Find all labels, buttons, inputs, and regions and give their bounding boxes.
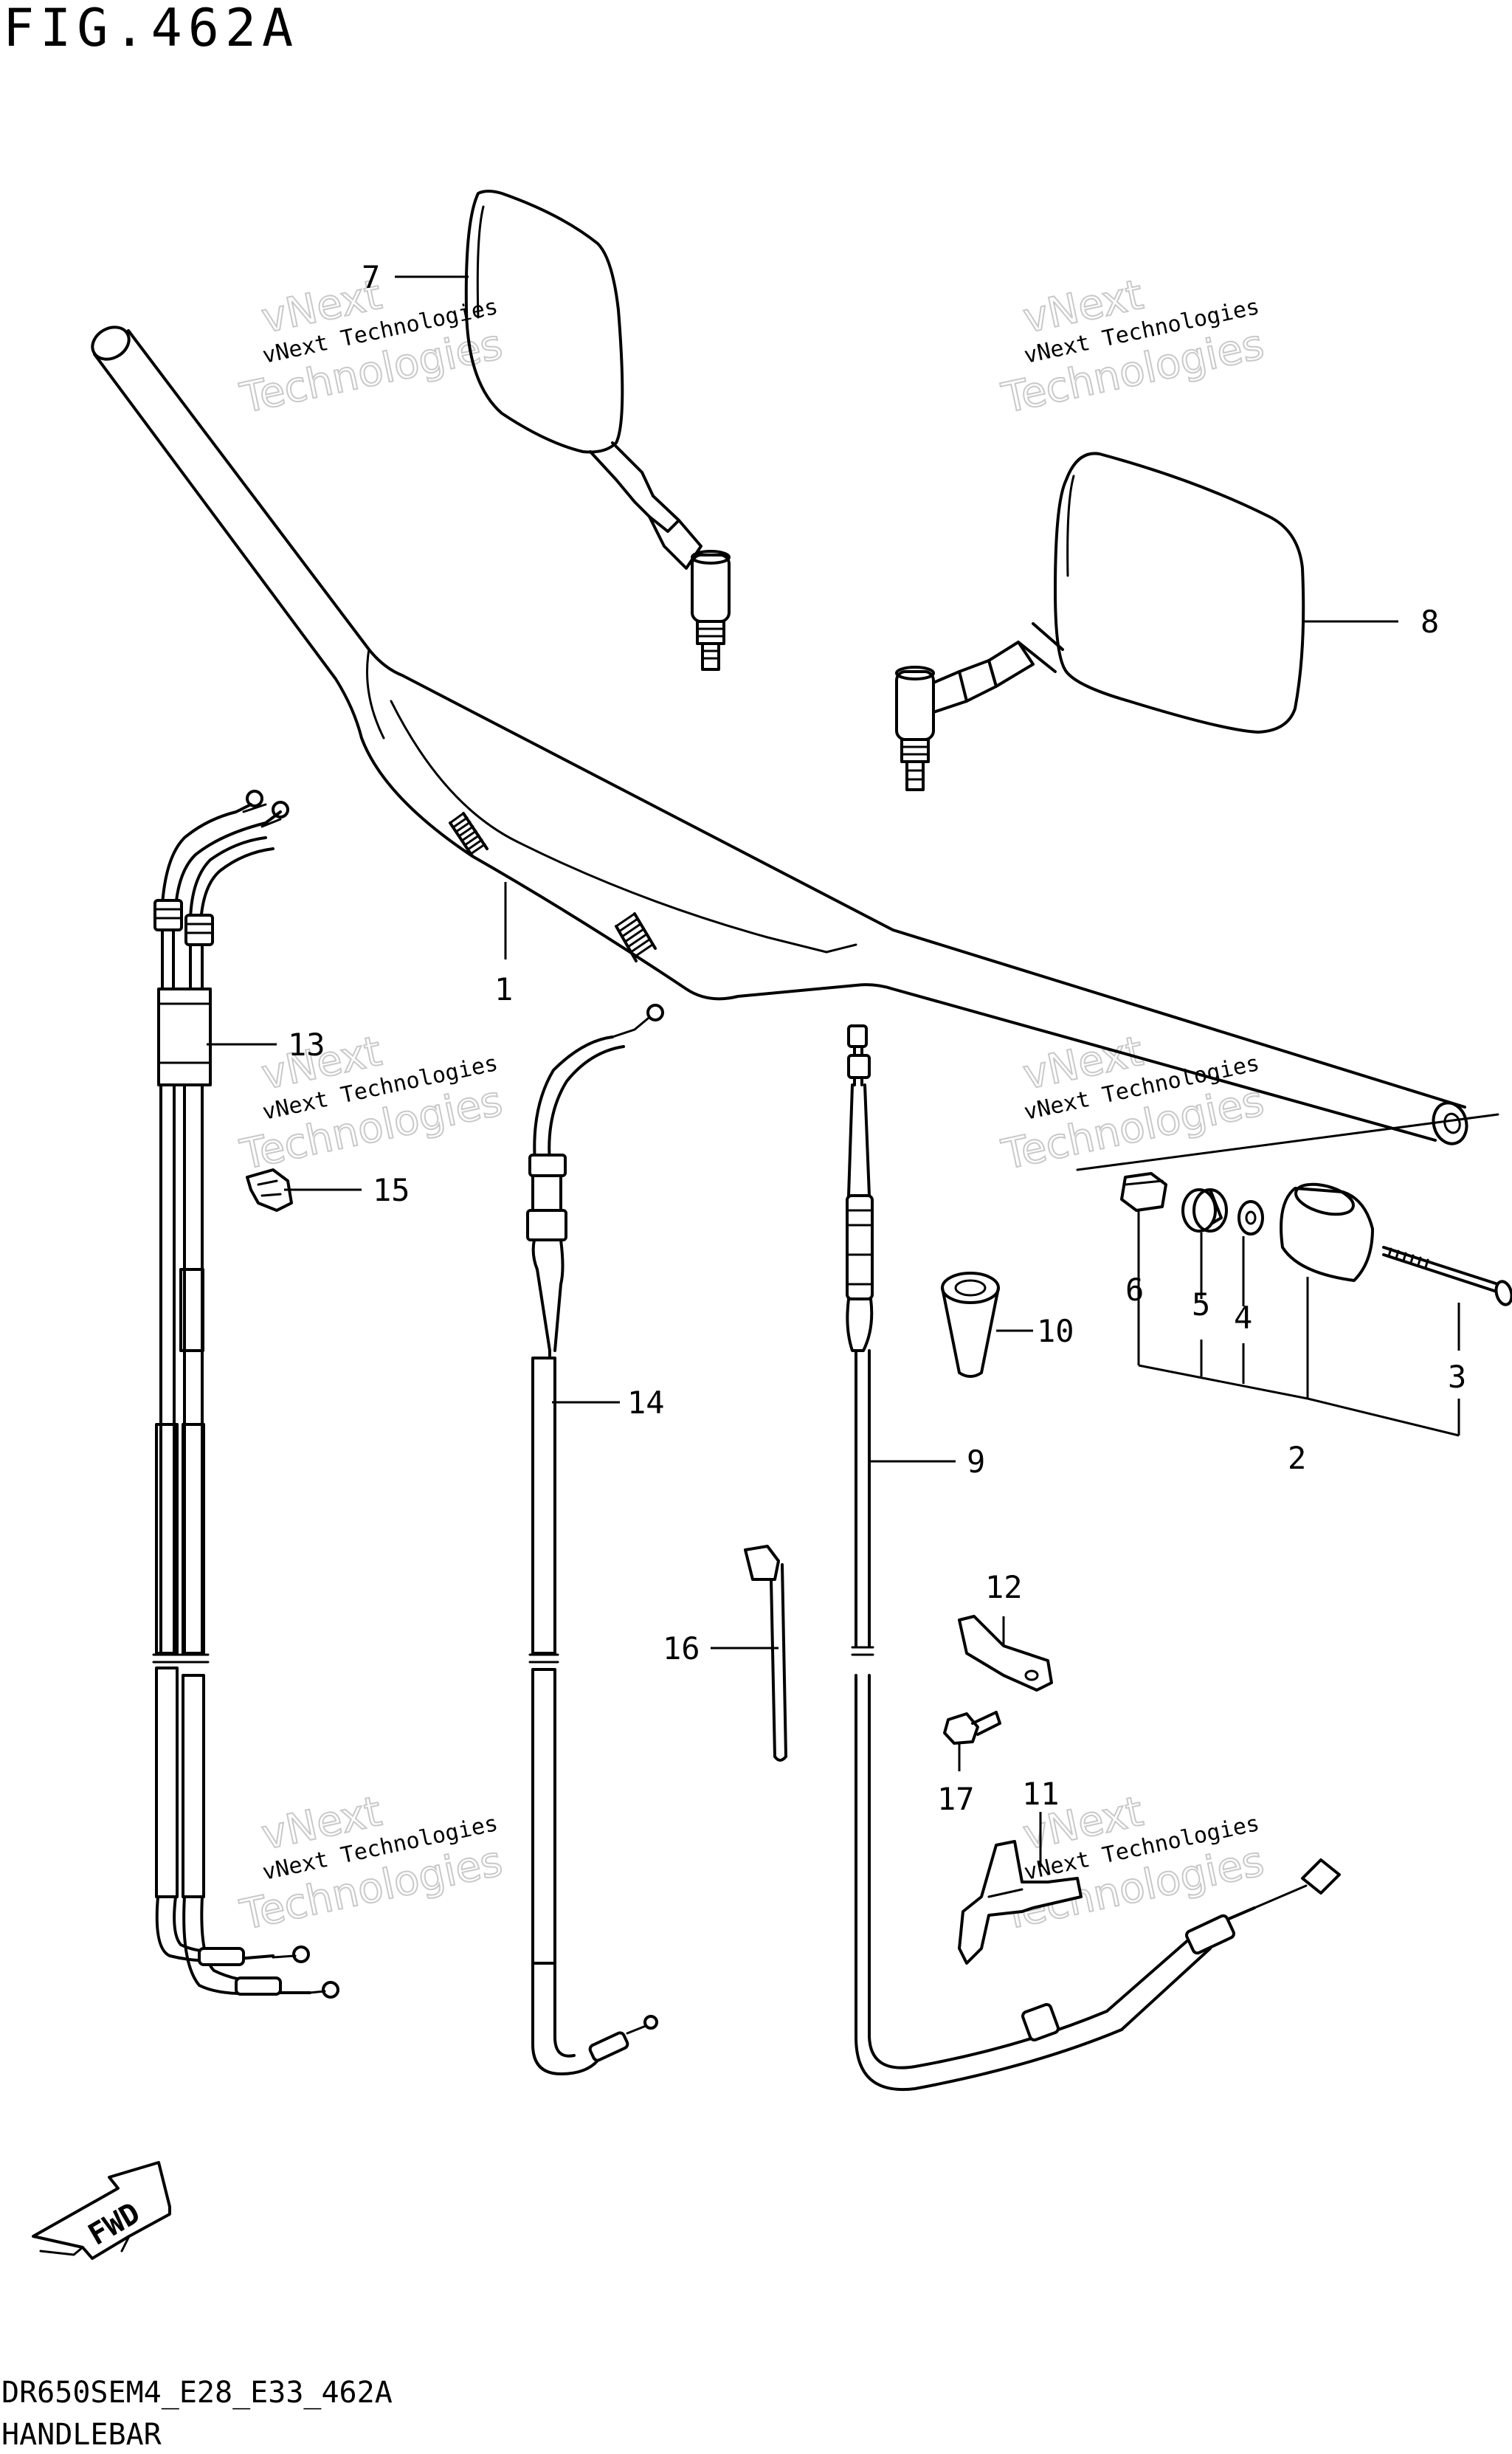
callout-10: 10 [1037,1313,1074,1349]
callout-16: 16 [663,1630,700,1667]
callout-labels: 7 8 1 13 15 6 5 4 10 3 14 2 9 12 16 17 1… [288,259,1466,1817]
cable-14-part[interactable] [526,1004,664,2075]
callout-6: 6 [1125,1272,1144,1308]
callout-5: 5 [1192,1286,1210,1323]
clamp-12-part[interactable] [958,1615,1053,1692]
callout-15: 15 [373,1172,410,1208]
throttle-cable-part[interactable] [152,790,339,1999]
cap-part[interactable] [941,1272,1000,1378]
callout-14: 14 [627,1385,665,1421]
figure-name: HANDLEBAR [1,2418,162,2450]
callout-17: 17 [937,1781,975,1817]
bolt-part[interactable] [943,1711,1001,1745]
mirror-right-part[interactable] [895,452,1305,791]
mirror-left-part[interactable] [464,190,731,671]
callout-9: 9 [967,1444,985,1480]
balancer-set-part[interactable] [1120,1172,1512,1306]
clamp-15-part[interactable] [246,1168,293,1212]
watermark-5: vNext vNext Technologies Technologies [235,1787,507,1940]
callout-1: 1 [494,971,513,1007]
callout-7: 7 [362,259,380,295]
callout-12: 12 [985,1569,1023,1605]
knurl-left [449,812,489,858]
callout-4: 4 [1234,1300,1252,1336]
callout-2: 2 [1288,1440,1306,1476]
cable-tie-part[interactable] [744,1545,787,1762]
callout-13: 13 [288,1027,325,1063]
knurl-right [615,912,657,962]
figure-title: FIG.462A [3,0,299,58]
callout-3: 3 [1448,1359,1466,1395]
fwd-arrow-icon: FWD [32,2161,171,2260]
handlebar-part[interactable] [86,321,1499,1171]
figure-code: DR650SEM4_E28_E33_462A [1,2376,393,2410]
watermark-4: vNext vNext Technologies Technologies [997,1027,1268,1180]
clutch-cable-part[interactable] [846,1024,1341,2092]
callout-8: 8 [1420,604,1439,640]
callout-11: 11 [1022,1776,1060,1812]
watermark-3: vNext vNext Technologies Technologies [235,1027,507,1180]
leader-lines [207,275,1460,1867]
watermark-2: vNext vNext Technologies Technologies [997,270,1268,424]
bracket-part[interactable] [958,1840,1083,1965]
